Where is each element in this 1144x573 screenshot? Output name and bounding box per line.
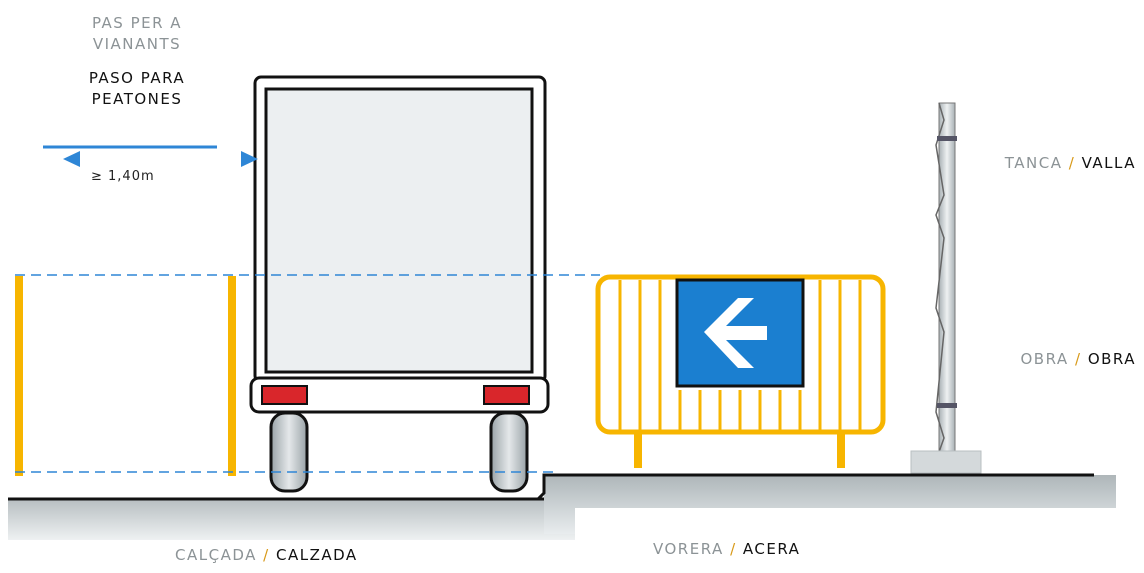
width-dimension-label: ≥ 1,40m	[91, 169, 155, 184]
pedestrian-path-label-catalan: PAS PER A VIANANTS	[91, 14, 183, 53]
fence-label-separator: /	[1068, 154, 1076, 172]
truck-right-tire	[489, 411, 529, 493]
pedestrian-path-left-post	[15, 276, 23, 476]
roadway-label-spanish: CALZADA	[276, 546, 358, 564]
sidewalk-label: VORERA / ACERA	[653, 540, 800, 559]
dimension-right-arrow-icon	[241, 151, 258, 167]
truck-left-taillight	[261, 385, 308, 405]
sidewalk-label-separator: /	[730, 540, 737, 558]
truck	[249, 75, 550, 493]
roadway-label-separator: /	[263, 546, 270, 564]
works-label: OBRA / OBRA	[1021, 350, 1137, 369]
roadway-label-catalan: CALÇADA	[175, 546, 257, 564]
fence-label-spanish: VALLA	[1081, 154, 1136, 172]
truck-cargo-door	[264, 87, 534, 374]
truck-right-taillight	[483, 385, 530, 405]
works-label-spanish: OBRA	[1087, 350, 1136, 368]
pedestrian-path-right-post	[228, 276, 236, 476]
roadway-ground	[8, 497, 575, 540]
truck-left-tire	[269, 411, 309, 493]
fence-label-catalan: TANCA	[1004, 154, 1063, 172]
dimension-left-arrow-icon	[63, 151, 80, 167]
truck-bumper	[249, 376, 550, 414]
pedestrian-path-label-spanish: PASO PARA PEATONES	[88, 69, 186, 108]
left-arrow-icon	[704, 298, 767, 368]
fence-post	[910, 102, 982, 474]
roadway-label: CALÇADA / CALZADA	[175, 546, 358, 565]
sidewalk-label-spanish: ACERA	[742, 540, 801, 558]
works-label-separator: /	[1074, 350, 1082, 368]
fence-label: TANCA / VALLA	[1005, 154, 1136, 173]
sidewalk-ground	[8, 473, 1116, 534]
fence-base	[910, 450, 982, 474]
work-barrier	[595, 274, 886, 468]
detour-sign	[675, 278, 805, 388]
sidewalk-label-catalan: VORERA	[653, 540, 724, 558]
works-label-catalan: OBRA	[1020, 350, 1069, 368]
